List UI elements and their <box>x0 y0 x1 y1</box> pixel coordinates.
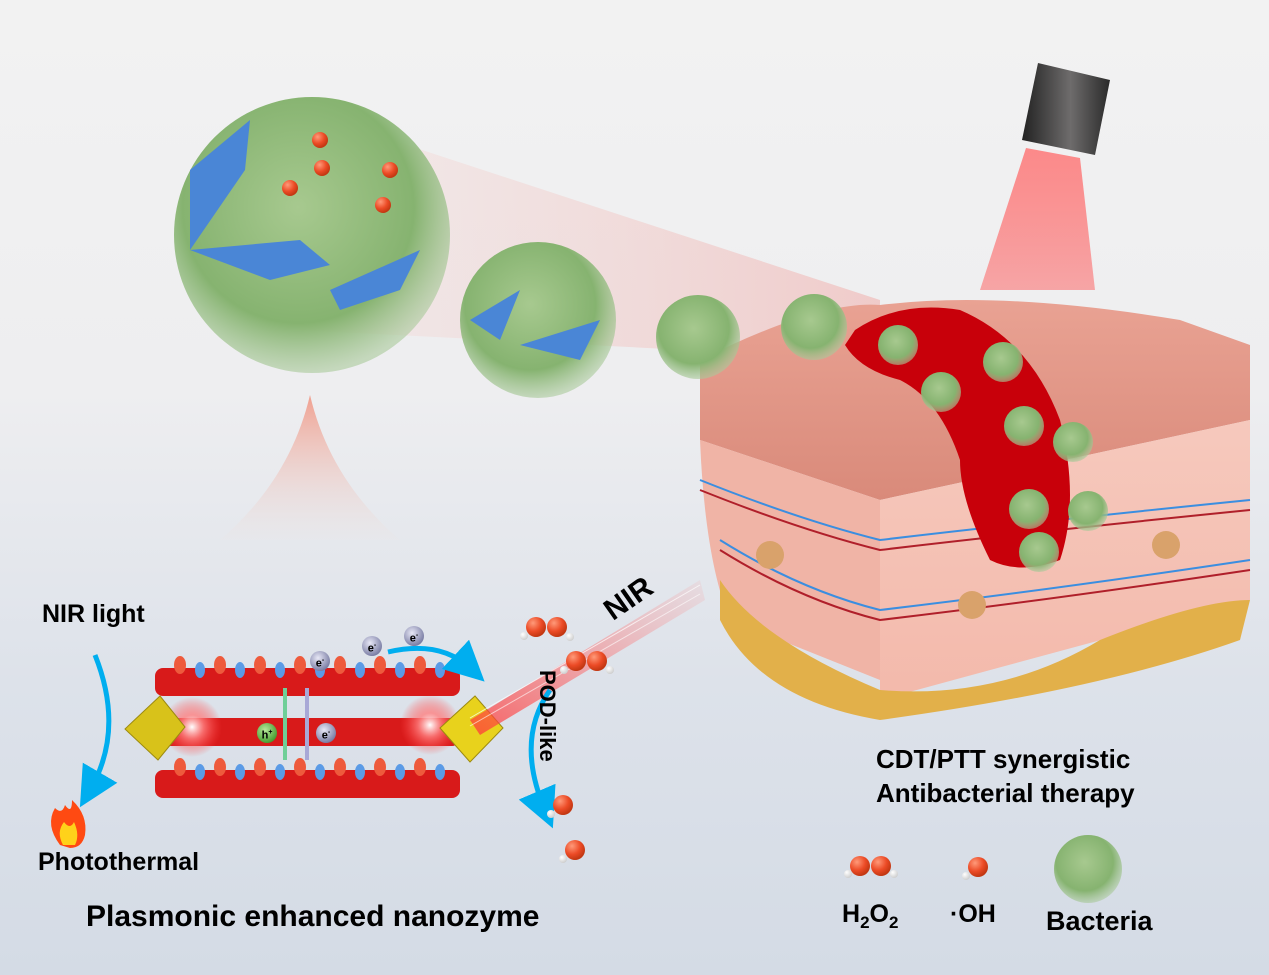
curved-arrow-icon <box>79 654 118 808</box>
electron-label: e <box>315 657 322 670</box>
bacterium-large <box>174 97 450 373</box>
electron-sign: - <box>373 642 377 649</box>
h2o2-molecule-icon <box>520 617 574 641</box>
skin-tissue-icon <box>699 300 1251 720</box>
flame-icon <box>51 800 86 848</box>
legend-oh-icon <box>962 857 988 880</box>
pod-like-label: POD-like <box>535 670 560 762</box>
legend-h2o2-h: H <box>842 900 861 928</box>
electron-particle: e- <box>316 723 336 743</box>
plasmon-glow-right <box>400 695 460 755</box>
electron-particle: e- <box>362 636 382 656</box>
hole-particle: h+ <box>257 723 277 743</box>
legend-h2o2-o: O <box>869 900 889 928</box>
electron-sign: - <box>321 657 325 664</box>
gold-octahedron-icon <box>124 695 186 761</box>
wound-bacteria <box>878 325 1108 572</box>
hole-label: h <box>261 729 269 742</box>
zoom-cone <box>300 110 880 360</box>
panel-title: Plasmonic enhanced nanozyme <box>86 900 540 933</box>
hole-sign: + <box>268 729 273 736</box>
electron-particle: e- <box>310 651 330 671</box>
hydroxyl-radical-icon <box>559 840 585 863</box>
electron-label: e <box>367 642 374 655</box>
legend-h2o2-sub1: 2 <box>860 913 870 932</box>
plasmon-glow-left <box>162 697 222 757</box>
nir-laser-icon <box>980 63 1110 290</box>
legend-oh-label: ·OH <box>950 900 996 928</box>
therapy-caption-line2: Antibacterial therapy <box>876 778 1135 808</box>
electron-particle: e- <box>404 626 424 646</box>
bacterium-medium <box>460 242 616 398</box>
curved-arrow-icon <box>518 688 556 829</box>
electron-sign: - <box>415 632 419 639</box>
legend-h2o2-icon <box>844 856 898 878</box>
electron-label: e <box>409 632 416 645</box>
legend-h2o2-label: H2O2 <box>842 900 898 933</box>
electron-sign: - <box>327 729 331 736</box>
bacterium-small-1 <box>656 295 740 379</box>
h2o2-molecule-icon <box>560 651 614 674</box>
nir-beam <box>469 580 705 735</box>
therapy-caption-line1: CDT/PTT synergistic <box>876 744 1131 774</box>
electron-label: e <box>321 729 328 742</box>
nir-light-label: NIR light <box>42 600 145 628</box>
photothermal-label: Photothermal <box>38 848 200 876</box>
bacterium-small-2 <box>781 294 847 360</box>
legend-bacteria-label: Bacteria <box>1046 906 1153 936</box>
legend-bacteria-icon <box>1054 835 1122 903</box>
curved-arrow-icon <box>387 639 485 682</box>
hydroxyl-radical-icon <box>547 795 573 818</box>
therapy-caption: CDT/PTT synergistic Antibacterial therap… <box>876 742 1135 810</box>
zoom-triangle <box>220 395 400 540</box>
legend-h2o2-sub2: 2 <box>888 913 899 932</box>
